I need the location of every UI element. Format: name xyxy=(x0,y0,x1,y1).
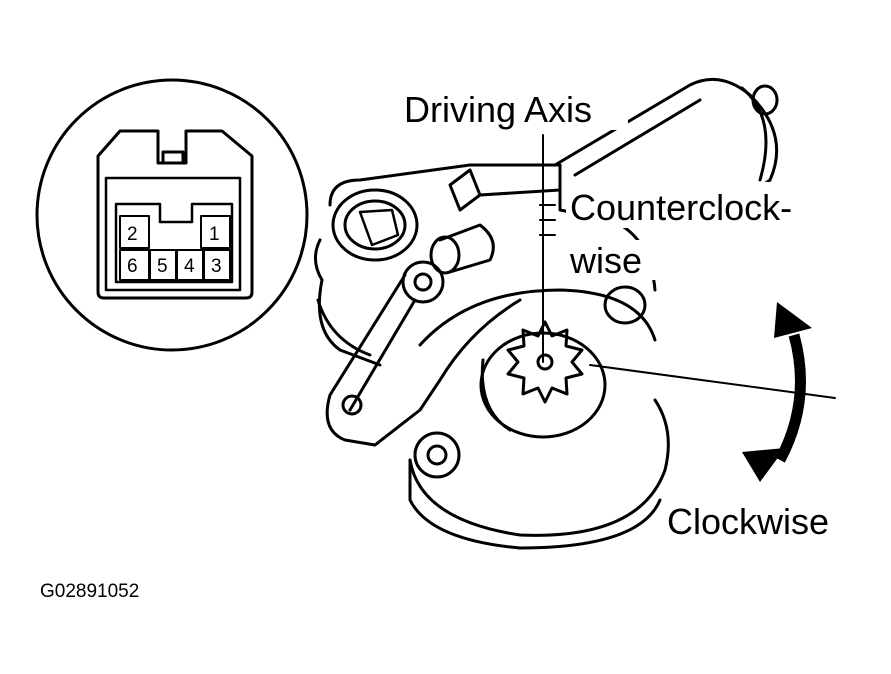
pin-label: 4 xyxy=(184,256,195,277)
bearing-left xyxy=(331,188,419,262)
pin-label: 6 xyxy=(127,256,138,277)
pin-grid xyxy=(119,215,231,281)
motor-illustration xyxy=(314,77,779,550)
inset-circle xyxy=(35,78,309,352)
connector-housing xyxy=(96,129,254,300)
clockwise-label: Clockwise xyxy=(667,501,829,542)
leader-line xyxy=(589,364,836,399)
driving-axis-label: Driving Axis xyxy=(404,89,592,130)
lever-arm xyxy=(325,273,522,447)
counterclockwise-label: Counterclock- xyxy=(570,187,792,228)
pin-label: 2 xyxy=(127,224,138,245)
rotation-arrow-icon xyxy=(742,302,812,482)
connector-tab xyxy=(161,150,185,165)
pin-label: 5 xyxy=(157,256,168,277)
pin-label: 3 xyxy=(211,256,222,277)
pin-label: 1 xyxy=(209,224,220,245)
connector-inset xyxy=(35,78,309,352)
counterclockwise-label-2: wise xyxy=(569,240,642,281)
connector-face xyxy=(104,176,242,292)
driving-gear xyxy=(506,320,584,404)
output-housing xyxy=(408,398,670,537)
connector-key xyxy=(114,202,234,284)
figure-code: G02891052 xyxy=(40,581,139,602)
